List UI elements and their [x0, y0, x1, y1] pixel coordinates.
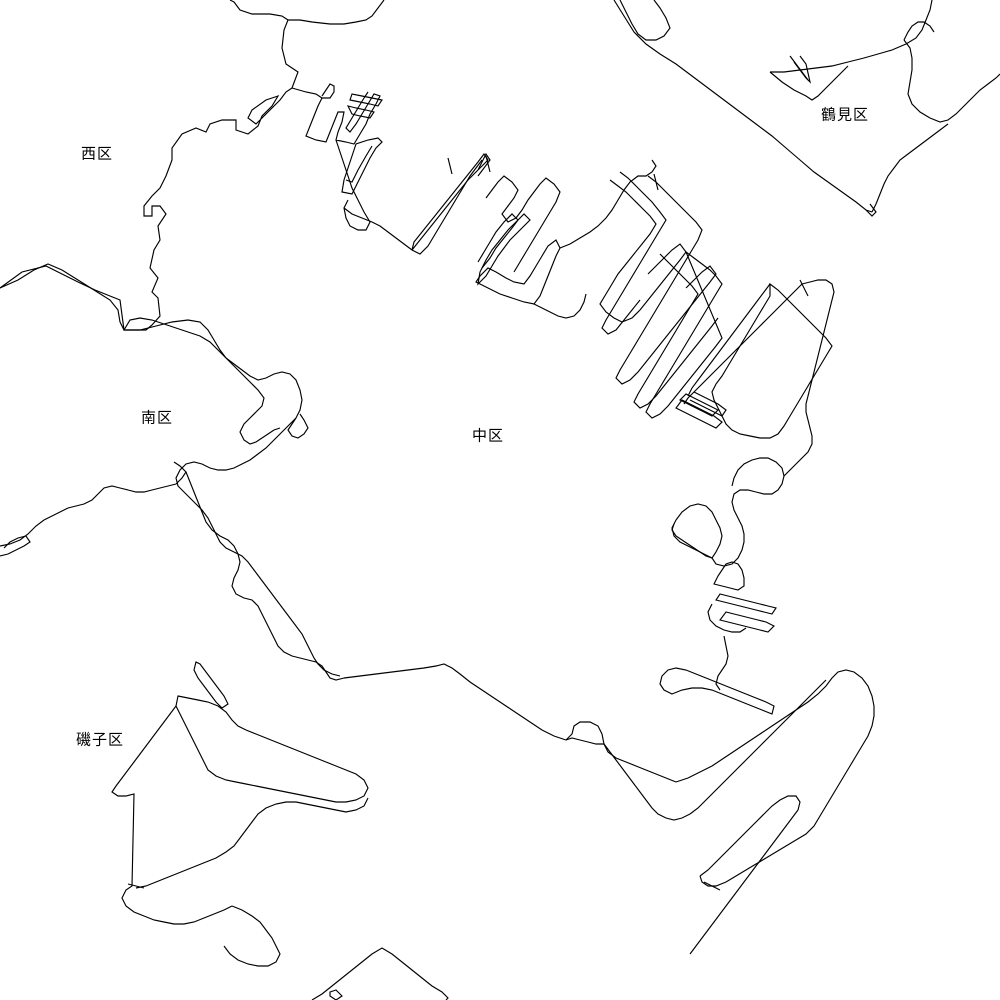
map-pier-path [676, 458, 784, 566]
map-pier-path [904, 22, 934, 40]
map-coastline-path [0, 88, 292, 330]
map-pier-path [684, 284, 802, 404]
map-coastline-path [0, 462, 186, 546]
map-pier-path [478, 214, 530, 284]
map-label-naka-ku: 中区 [471, 426, 505, 445]
map-pier-path [646, 252, 722, 418]
map-pier-path [478, 154, 490, 176]
map-boundary-path [186, 472, 344, 680]
map-coastline-path [604, 744, 690, 820]
map-pier-path [712, 284, 832, 438]
map-boundary-path [614, 0, 872, 212]
map-pier-path [194, 662, 228, 708]
map-coastline-path [288, 0, 384, 24]
map-pier-path [476, 240, 560, 304]
map-pier-path [602, 172, 666, 334]
map-pier-path [688, 284, 770, 396]
map-pier-path [128, 884, 144, 888]
map-boundary-path [124, 318, 280, 444]
map-pier-path [486, 176, 560, 272]
map-pier-path [448, 158, 452, 174]
map-pier-path [342, 138, 382, 194]
map-coastline-path [534, 294, 586, 318]
map-label-minami-ku: 南区 [140, 408, 174, 427]
map-coastline-path [136, 798, 368, 888]
map-pier-path [716, 594, 776, 614]
map-coastline-path [344, 160, 482, 254]
map-pier-path [714, 562, 744, 590]
map-pier-path [634, 254, 718, 408]
map-coastline-path [784, 280, 834, 476]
map-coastline-path [560, 160, 656, 248]
map-coastline-path [230, 0, 298, 88]
map-coastline-path [0, 536, 30, 556]
map-pier-path [720, 612, 774, 632]
map-pier-path [680, 394, 718, 416]
map-coastline-path [672, 520, 712, 558]
map-pier-path [770, 66, 848, 100]
map-pier-path [348, 106, 374, 118]
map-coastline-path [112, 706, 232, 924]
map-coastline-path [330, 990, 342, 1000]
map-pier-path [708, 604, 746, 632]
map-coastline-path [620, 0, 670, 40]
map-label-isogo-ku: 磯子区 [75, 730, 125, 749]
map-pier-path [690, 392, 726, 416]
map-coastline-path [716, 636, 728, 690]
map-coastline-path [344, 664, 676, 782]
map-coastline-path [676, 670, 874, 886]
map-coastline-path [566, 738, 604, 744]
map-coastline-path [866, 204, 876, 216]
map-pier-path [616, 176, 716, 384]
map-label-tsurumi-ku: 鶴見区 [820, 105, 870, 124]
map-coastline-path [336, 140, 370, 230]
map-coastline-path [690, 680, 826, 814]
map-pier-path [790, 56, 808, 80]
map-pier-path [770, 0, 932, 72]
map-pier-path [676, 400, 722, 428]
map-coastline-path [312, 948, 448, 1000]
map-pier-path [176, 696, 368, 802]
map-pier-path [350, 94, 382, 106]
map-pier-path [306, 92, 380, 144]
map-coastline-path [224, 906, 280, 966]
map-pier-path [904, 40, 1000, 122]
map-coastline-path [872, 124, 948, 212]
map-pier-path [486, 156, 490, 172]
map-boundary-path [176, 418, 340, 676]
map-pier-path [704, 882, 720, 890]
map-boundary-path [0, 264, 308, 438]
map-coastline-path [690, 796, 800, 954]
map-pier-path [800, 280, 808, 296]
map-pier-path [478, 214, 518, 268]
map-pier-path [654, 174, 658, 190]
map-label-nishi-ku: 西区 [80, 144, 114, 163]
map-pier-path [292, 84, 334, 98]
map-coastline-path [660, 668, 774, 714]
